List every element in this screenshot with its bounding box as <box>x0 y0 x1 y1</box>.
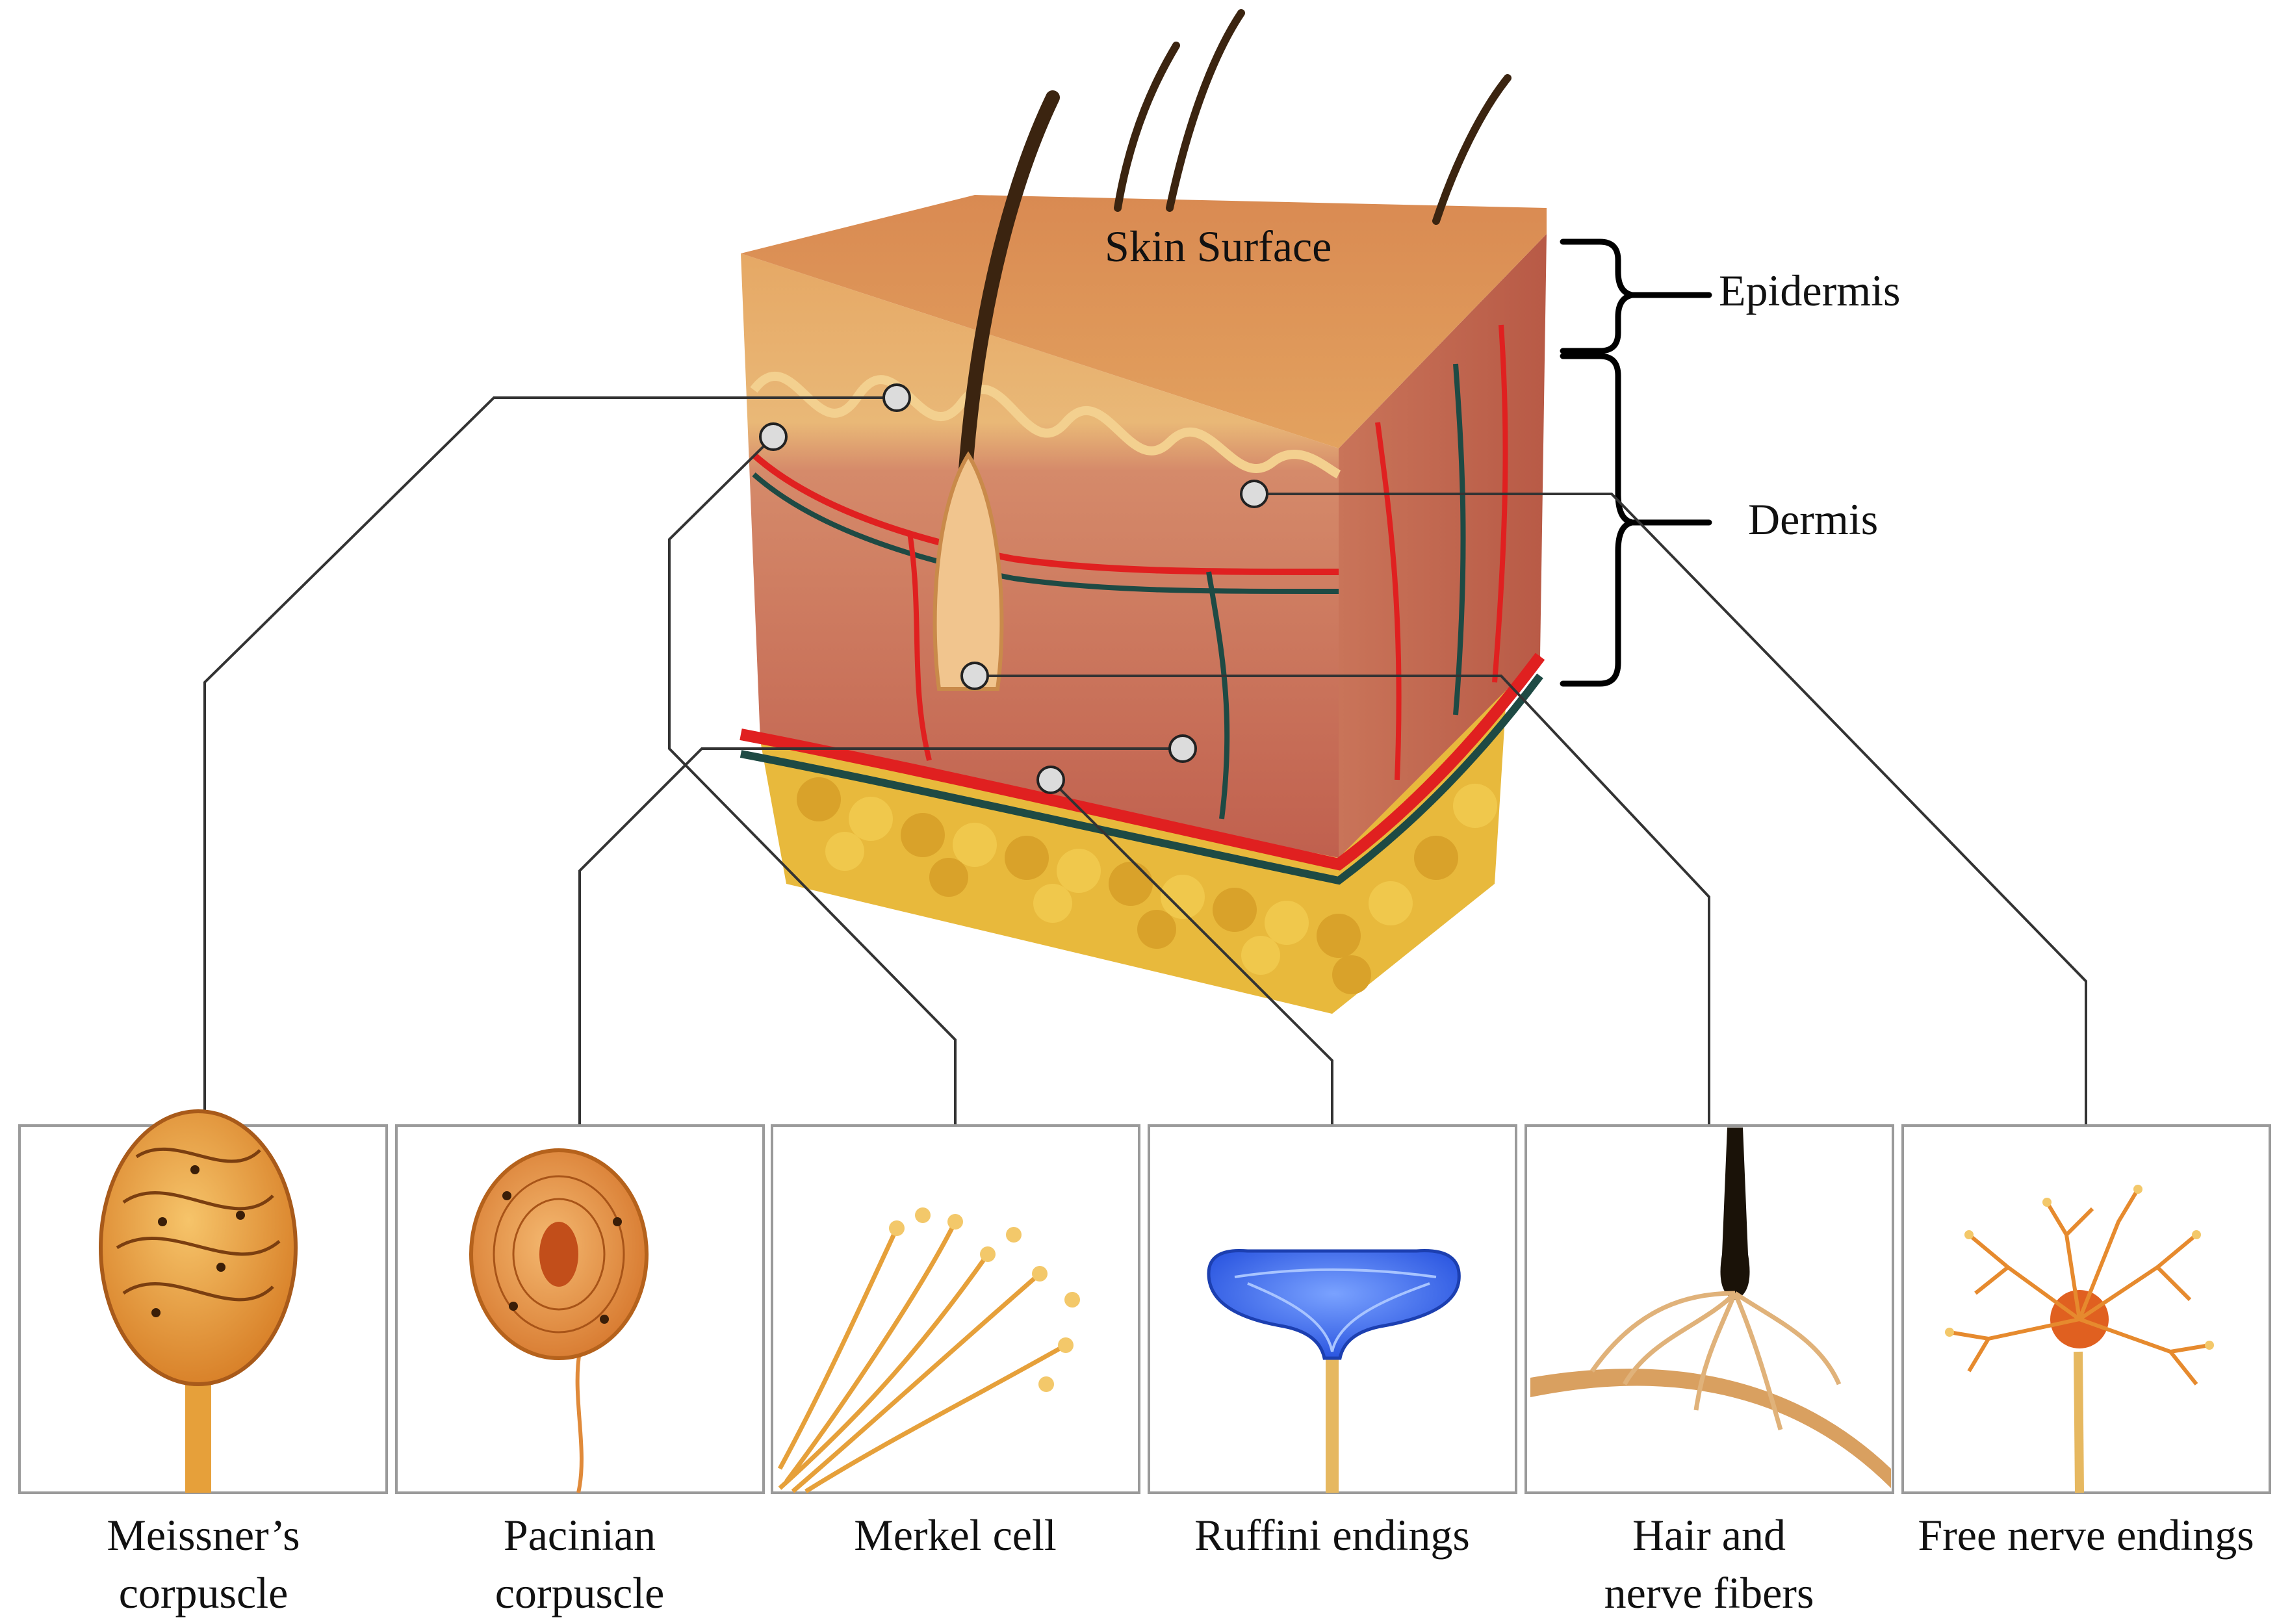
panel-free-nerve <box>1901 1124 2271 1494</box>
leader-ruffini <box>1049 779 1333 1126</box>
panel-meissner <box>18 1109 388 1494</box>
leader-free-nerve <box>1254 493 2087 1126</box>
receptor-panels <box>18 1109 2271 1494</box>
marker-free-nerve <box>1240 480 1268 508</box>
panel-captions: Meissner’s corpuscle Pacinian corpuscle … <box>107 1510 2254 1618</box>
leader-merkel <box>668 435 957 1126</box>
ruffini-illustration <box>1207 1248 1461 1493</box>
panel-merkel <box>771 1124 1140 1494</box>
caption-hair-line1: Hair and <box>1632 1510 1786 1560</box>
hair-illustration <box>1530 1128 1891 1488</box>
leader-meissner <box>203 396 897 1126</box>
marker-ruffini <box>1036 766 1065 794</box>
caption-meissner-line1: Meissner’s <box>107 1510 300 1560</box>
marker-hair <box>960 662 989 690</box>
marker-meissner <box>882 383 911 412</box>
skin-block-side <box>1339 234 1547 858</box>
panel-ruffini <box>1148 1124 1517 1494</box>
fat-layer <box>760 676 1508 1014</box>
marker-merkel <box>759 422 788 451</box>
free-nerve-illustration <box>1945 1185 2214 1493</box>
meissner-illustration <box>99 1109 298 1493</box>
epidermis-label: Epidermis <box>1719 266 1901 315</box>
marker-pacinian <box>1168 734 1197 763</box>
panel-merkel-frame <box>771 1124 1140 1494</box>
caption-pacinian-line1: Pacinian <box>504 1510 656 1560</box>
leader-lines <box>203 396 2087 1126</box>
panel-pacinian <box>395 1124 765 1494</box>
skin-surface-top <box>741 195 1547 448</box>
panel-hair <box>1525 1124 1894 1494</box>
caption-merkel: Merkel cell <box>854 1510 1057 1560</box>
leader-pacinian <box>578 747 1183 1126</box>
dermis-brace <box>1560 353 1712 687</box>
pacinian-illustration <box>469 1148 649 1493</box>
epidermis-brace <box>1560 238 1712 354</box>
merkel-illustration <box>777 1207 1080 1493</box>
blood-vessels <box>740 324 1545 885</box>
caption-meissner-line2: corpuscle <box>119 1568 289 1618</box>
caption-pacinian-line2: corpuscle <box>495 1568 665 1618</box>
receptor-markers <box>759 383 1268 794</box>
skin-block <box>740 9 1547 1014</box>
caption-hair-line2: nerve fibers <box>1604 1568 1814 1618</box>
caption-ruffini: Ruffini endings <box>1194 1510 1470 1560</box>
skin-surface-label: Skin Surface <box>1105 222 1332 271</box>
dermis-label: Dermis <box>1748 495 1878 544</box>
caption-free-nerve: Free nerve endings <box>1918 1510 2254 1560</box>
leader-hair <box>975 675 1710 1126</box>
hair-strands <box>933 9 1512 691</box>
